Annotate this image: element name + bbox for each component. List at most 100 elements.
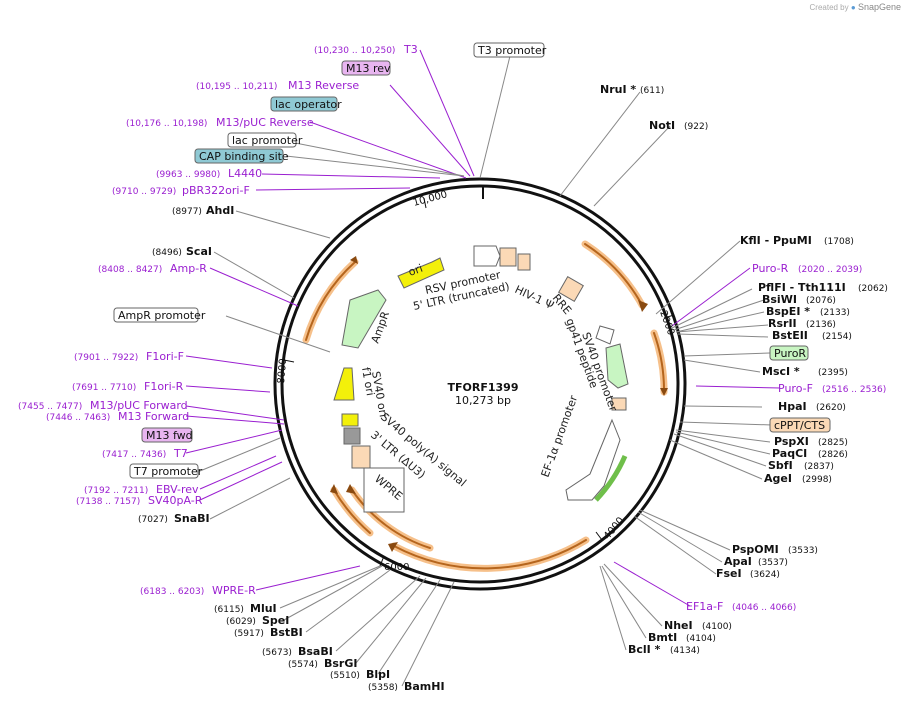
- site-ahdi: AhdI: [206, 204, 234, 217]
- label-f1ori: f1 ori: [359, 366, 377, 397]
- plasmid-name: TFORF1399: [448, 381, 519, 394]
- snapgene-credit: Created by ● SnapGene: [810, 2, 902, 12]
- backbone-inner-ring: [280, 184, 680, 584]
- wpre-feature: [363, 467, 405, 513]
- primer-t7-range: (7417 .. 7436): [102, 450, 166, 460]
- site-bsiwi: BsiWI: [762, 293, 797, 306]
- site-mlui: MluI: [250, 602, 277, 615]
- box-puror: PuroR: [774, 347, 806, 360]
- sv40ori-feature: [341, 413, 359, 427]
- primer-l4440-range: (9963 .. 9980): [156, 170, 220, 180]
- site-bsrgi-pos: (5574): [288, 660, 318, 670]
- site-paqci: PaqCI: [772, 447, 807, 460]
- site-fsei-pos: (3624): [750, 570, 780, 580]
- boxed-labels: T3 promoter M13 rev lac operator lac pro…: [113, 42, 831, 479]
- primer-m13fwd: M13 Forward: [118, 410, 189, 423]
- inner-features: [333, 245, 629, 513]
- primer-f1ori-f: F1ori-F: [146, 350, 184, 363]
- primer-m13puc-rev-range: (10,176 .. 10,198): [126, 119, 207, 129]
- box-lac-operator: lac operator: [275, 98, 342, 111]
- site-hpai-pos: (2620): [816, 403, 846, 413]
- site-msci-pos: (2395): [818, 368, 848, 378]
- primer-puro-f: Puro-F: [778, 382, 813, 395]
- site-bmti: BmtI: [648, 631, 677, 644]
- site-kfli: KflI - PpuMI: [740, 234, 812, 247]
- site-hpai: HpaI: [778, 400, 807, 413]
- position-label-8000: 8000: [276, 358, 289, 384]
- primer-t3-range: (10,230 .. 10,250): [314, 46, 395, 56]
- snapgene-logo-icon: ●: [850, 3, 856, 12]
- site-spei: SpeI: [262, 614, 289, 627]
- hiv-feature: [517, 253, 531, 271]
- primer-sv40pa: SV40pA-R: [148, 494, 203, 507]
- rre-feature: [558, 276, 584, 302]
- primer-wpre: WPRE-R: [212, 584, 256, 597]
- primer-puro-f-range: (2516 .. 2536): [822, 385, 886, 395]
- primer-f1ori-r-range: (7691 .. 7710): [72, 383, 136, 393]
- site-bsteii-pos: (2154): [822, 332, 852, 342]
- site-bsabi-pos: (5673): [262, 648, 292, 658]
- primer-puro-r-range: (2020 .. 2039): [798, 265, 862, 275]
- box-m13-rev: M13 rev: [346, 62, 391, 75]
- primer-pbr322: pBR322ori-F: [182, 184, 250, 197]
- site-noti: NotI: [649, 119, 675, 132]
- primer-f1ori-r: F1ori-R: [144, 380, 184, 393]
- position-label-6000: 6000: [384, 562, 409, 573]
- box-cap-site: CAP binding site: [199, 150, 289, 163]
- site-apai: ApaI: [724, 555, 752, 568]
- green-arc: [594, 454, 628, 502]
- primer-sv40pa-range: (7138 .. 7157): [76, 497, 140, 507]
- primer-m13puc-fwd: M13/pUC Forward: [90, 399, 188, 412]
- site-snabi-pos: (7027): [138, 515, 168, 525]
- site-scai: ScaI: [186, 245, 212, 258]
- box-m13-fwd: M13 fwd: [146, 429, 193, 442]
- site-bamhi: BamHI: [404, 680, 445, 693]
- site-msci: MscI *: [762, 365, 800, 378]
- site-nrui: NruI *: [600, 83, 636, 96]
- box-t3-promoter: T3 promoter: [477, 44, 547, 57]
- primer-f1ori-f-range: (7901 .. 7922): [74, 353, 138, 363]
- site-rsrii-pos: (2136): [806, 320, 836, 330]
- box-t7-promoter: T7 promoter: [133, 465, 203, 478]
- primer-m13puc-rev: M13/pUC Reverse: [216, 116, 314, 129]
- site-bsiwi-pos: (2076): [806, 296, 836, 306]
- site-bstbi-pos: (5917): [234, 629, 264, 639]
- site-blpi: BlpI: [366, 668, 390, 681]
- position-ticks: [283, 197, 675, 567]
- label-ori: ori: [407, 262, 425, 279]
- primer-l4440: L4440: [228, 167, 262, 180]
- site-agei-pos: (2998): [802, 475, 832, 485]
- sv40prom-feature: [595, 325, 615, 345]
- primer-t7: T7: [173, 447, 188, 460]
- site-scai-pos: (8496): [152, 248, 182, 258]
- site-bsrgi: BsrGI: [324, 657, 357, 670]
- ori-feature: [397, 257, 445, 289]
- site-snabi: SnaBI: [174, 512, 210, 525]
- ampr-feature: [341, 289, 387, 349]
- box-ampr-promoter: AmpR promoter: [118, 309, 206, 322]
- site-blpi-pos: (5510): [330, 671, 360, 681]
- primer-callouts-top: [185, 49, 781, 607]
- site-spei-pos: (6029): [226, 617, 256, 627]
- site-callouts: [199, 55, 773, 687]
- sites-right: NruI * (611) NotI (922) KflI - PpuMI (17…: [600, 83, 888, 656]
- primer-puro-r: Puro-R: [752, 262, 789, 275]
- orf-arrowheads: [330, 256, 668, 552]
- box-lac-promoter: lac promoter: [232, 134, 303, 147]
- cppt-feature: [611, 397, 627, 411]
- site-bamhi-pos: (5358): [368, 683, 398, 693]
- primer-ampr-range: (8408 .. 8427): [98, 265, 162, 275]
- primer-pbr322-range: (9710 .. 9729): [112, 187, 176, 197]
- site-paqci-pos: (2826): [818, 450, 848, 460]
- credit-prefix: Created by: [809, 3, 849, 12]
- ltr3-feature: [351, 445, 371, 469]
- rsv-feature: [473, 245, 501, 267]
- primer-ebv: EBV-rev: [156, 483, 199, 496]
- site-rsrii: RsrII: [768, 317, 797, 330]
- ef1a-feature: [565, 418, 621, 501]
- site-kfli-pos: (1708): [824, 237, 854, 247]
- primer-ampr: Amp-R: [170, 262, 207, 275]
- site-fsei: FseI: [716, 567, 742, 580]
- primer-m13fwd-range: (7446 .. 7463): [46, 413, 110, 423]
- site-bstbi: BstBI: [270, 626, 303, 639]
